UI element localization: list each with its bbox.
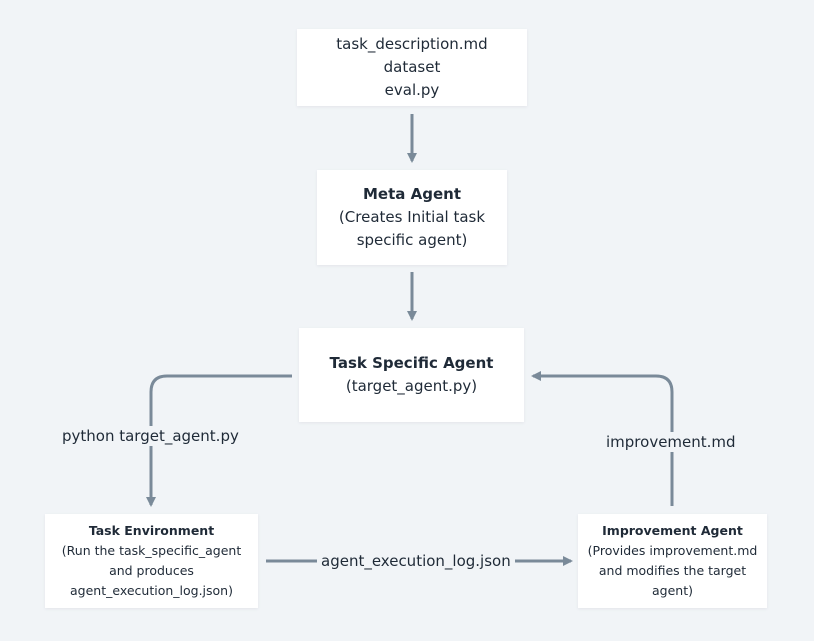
task-specific-agent-title: Task Specific Agent <box>329 354 494 372</box>
task-environment-title: Task Environment <box>88 523 215 538</box>
improvement-agent-node: Improvement Agent (Provides improvement.… <box>578 514 767 608</box>
improvement-agent-title: Improvement Agent <box>602 523 743 538</box>
edge-label-improve: improvement.md <box>602 432 740 452</box>
improvement-agent-desc-line-3: agent) <box>652 583 693 598</box>
edge-label-log: agent_execution_log.json <box>317 551 515 571</box>
arrow-improvement-to-task-agent <box>531 371 674 506</box>
task-environment-desc-line-1: (Run the task_specific_agent <box>61 543 242 558</box>
inputs-line-eval: eval.py <box>384 81 440 99</box>
task-environment-node: Task Environment (Run the task_specific_… <box>45 514 258 608</box>
task-environment-desc-line-2: and produces <box>109 563 194 578</box>
inputs-line-dataset: dataset <box>383 58 441 76</box>
improvement-agent-desc-line-2: and modifies the target <box>598 563 747 578</box>
meta-agent-node: Meta Agent (Creates Initial task specifi… <box>317 170 507 265</box>
task-specific-agent-desc: (target_agent.py) <box>345 377 478 395</box>
meta-agent-desc-line-1: (Creates Initial task <box>338 208 486 226</box>
improvement-agent-desc-line-1: (Provides improvement.md <box>587 543 758 558</box>
inputs-line-task-description: task_description.md <box>336 35 488 53</box>
meta-agent-desc-line-2: specific agent) <box>356 231 468 249</box>
meta-agent-title: Meta Agent <box>363 185 461 203</box>
task-environment-desc-line-3: agent_execution_log.json) <box>70 583 233 598</box>
task-specific-agent-node: Task Specific Agent (target_agent.py) <box>299 328 524 422</box>
edge-label-run: python target_agent.py <box>58 426 243 446</box>
arrow-task-agent-to-environment <box>146 374 292 507</box>
inputs-node: task_description.md dataset eval.py <box>297 29 527 106</box>
